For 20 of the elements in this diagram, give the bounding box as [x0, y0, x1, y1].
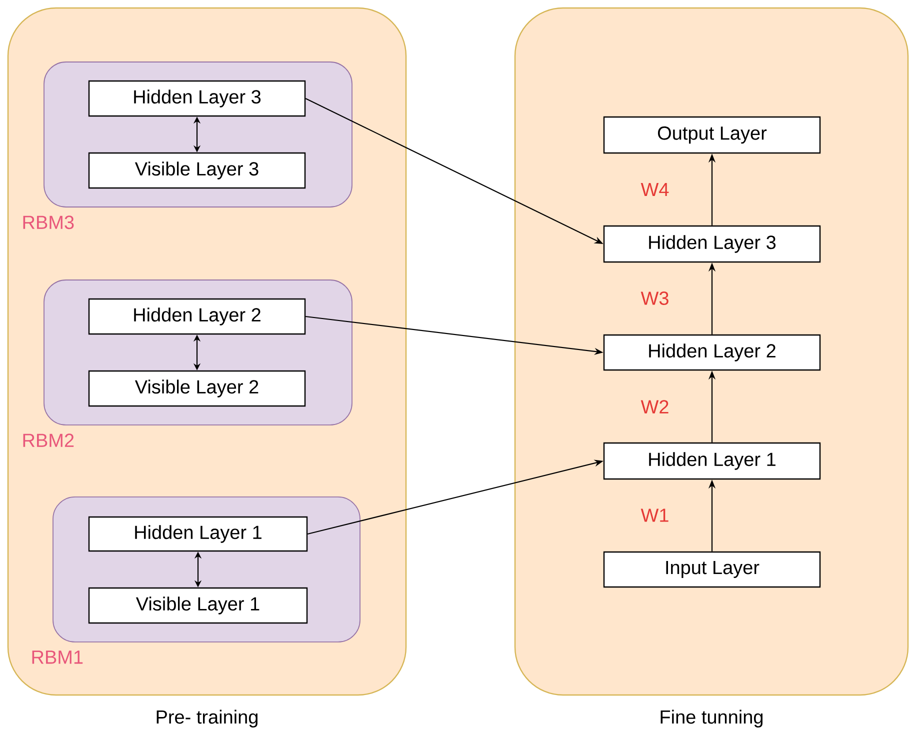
layer-box: Hidden Layer 2 [88, 298, 306, 335]
node-label: RBM3 [23, 216, 74, 230]
edge-label: W4 [640, 182, 670, 198]
layer-box: Output Layer [603, 116, 821, 154]
layer-box: Visible Layer 1 [88, 587, 308, 624]
layer-box: Hidden Layer 2 [603, 334, 821, 371]
layer-box: Hidden Layer 1 [603, 442, 821, 480]
layer-box: Hidden Layer 3 [88, 80, 306, 117]
edge-label: W3 [640, 290, 670, 306]
layer-box: Visible Layer 3 [88, 152, 306, 189]
node-label: RBM2 [23, 434, 74, 447]
node-label: Pre- training [156, 710, 258, 728]
node-label: Fine tunning [660, 710, 763, 728]
layer-box: Hidden Layer 3 [603, 225, 821, 263]
layer-box: Input Layer [603, 551, 821, 588]
layer-box: Hidden Layer 1 [88, 516, 308, 552]
edge-label: W1 [640, 508, 670, 523]
node-label: RBM1 [32, 650, 83, 664]
edge-label: W2 [640, 399, 670, 414]
layer-box: Visible Layer 2 [88, 370, 306, 407]
